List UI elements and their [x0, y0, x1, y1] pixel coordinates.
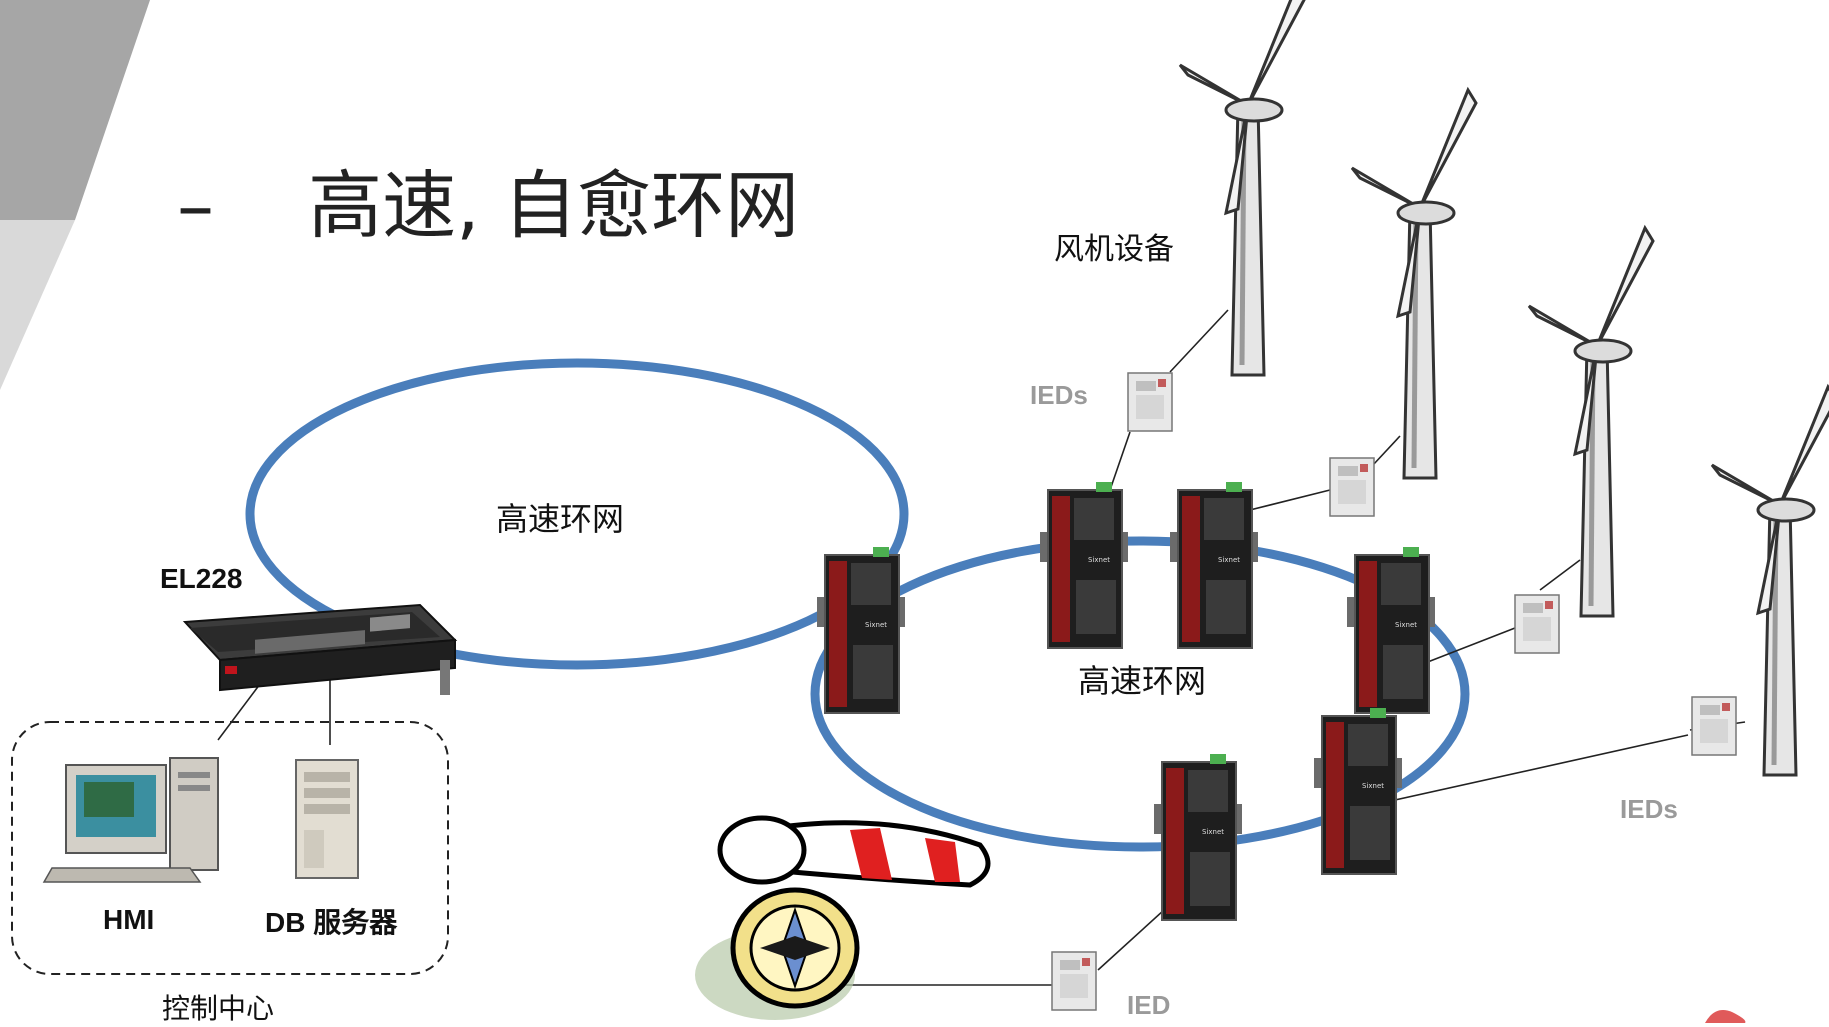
corner-decoration-red	[1705, 1010, 1746, 1023]
industrial-switch-icon	[1169, 481, 1259, 649]
industrial-switch-icon	[1346, 546, 1436, 714]
industrial-switch-icon	[816, 546, 906, 714]
ieds-label-right: IEDs	[1620, 794, 1678, 824]
industrial-switch-icon	[1313, 707, 1403, 875]
wind-equipment-label: 风机设备	[1054, 232, 1174, 267]
title-dash: –	[177, 163, 215, 249]
ied-device-icon	[1329, 457, 1375, 517]
hmi-label: HMI	[103, 904, 155, 935]
industrial-switch-icon	[1153, 753, 1243, 921]
ied-device-icon	[1514, 594, 1560, 654]
computer-icon	[42, 757, 219, 883]
ied-device-icon	[1051, 951, 1097, 1011]
corner-decoration-dark	[0, 0, 150, 220]
db-server-label: DB 服务器	[265, 907, 398, 938]
wind-turbine-icon	[1529, 228, 1653, 616]
ring-right	[810, 536, 1470, 852]
switch-model-label: EL228	[160, 563, 243, 594]
title-text: 高速, 自愈环网	[308, 163, 800, 249]
rack-switch-icon	[182, 603, 458, 695]
ring-left	[245, 358, 909, 670]
ied-label-bottom: IED	[1127, 990, 1171, 1020]
wind-turbine-icon	[1180, 0, 1304, 375]
wind-turbine-icon	[1352, 90, 1476, 478]
industrial-switch-icon	[1039, 481, 1129, 649]
ring-left-label: 高速环网	[496, 500, 625, 538]
ied-device-icon	[1127, 372, 1173, 432]
ieds-label-top: IEDs	[1030, 380, 1088, 410]
compass-telescope-icon	[695, 815, 991, 1020]
server-icon	[295, 759, 359, 879]
ring-right-label: 高速环网	[1078, 662, 1207, 700]
ied-device-icon	[1691, 696, 1737, 756]
slide-title: – 高速, 自愈环网	[130, 60, 799, 253]
control-center-box	[11, 721, 449, 975]
control-center-label: 控制中心	[162, 992, 275, 1025]
corner-decoration-light	[0, 220, 75, 390]
